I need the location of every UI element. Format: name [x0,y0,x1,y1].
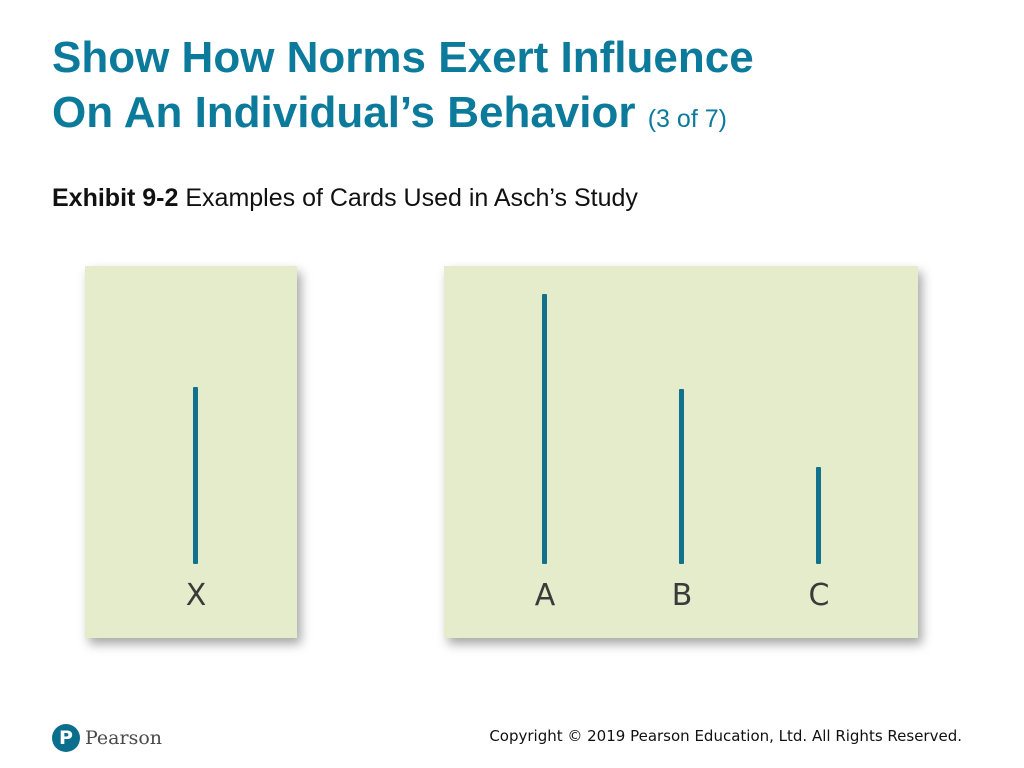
slide-title: Show How Norms Exert Influence On An Ind… [52,30,992,147]
line-label-a: A [534,578,556,613]
slide-title-line1: Show How Norms Exert Influence [52,33,754,82]
pearson-logo: P Pearson [52,722,162,754]
line-label-c: C [808,578,830,613]
comparison-lines-card: A B C [444,266,918,638]
exhibit-caption-text: Examples of Cards Used in Asch’s Study [185,184,638,212]
pearson-logo-text: Pearson [85,727,163,749]
exhibit-caption: Exhibit 9-2 Examples of Cards Used in As… [52,183,638,213]
slide-counter: (3 of 7) [647,105,727,133]
copyright-notice: Copyright © 2019 Pearson Education, Ltd.… [489,727,962,745]
line-b [679,389,684,564]
line-label-x: X [185,578,207,613]
pearson-logo-icon: P [52,724,80,752]
standard-line-card: X [85,266,297,638]
slide-title-line2: On An Individual’s Behavior [52,88,636,137]
line-c [816,467,821,564]
line-label-b: B [671,578,693,613]
line-x [193,387,198,564]
line-a [542,294,547,564]
exhibit-number: Exhibit 9-2 [52,184,179,212]
